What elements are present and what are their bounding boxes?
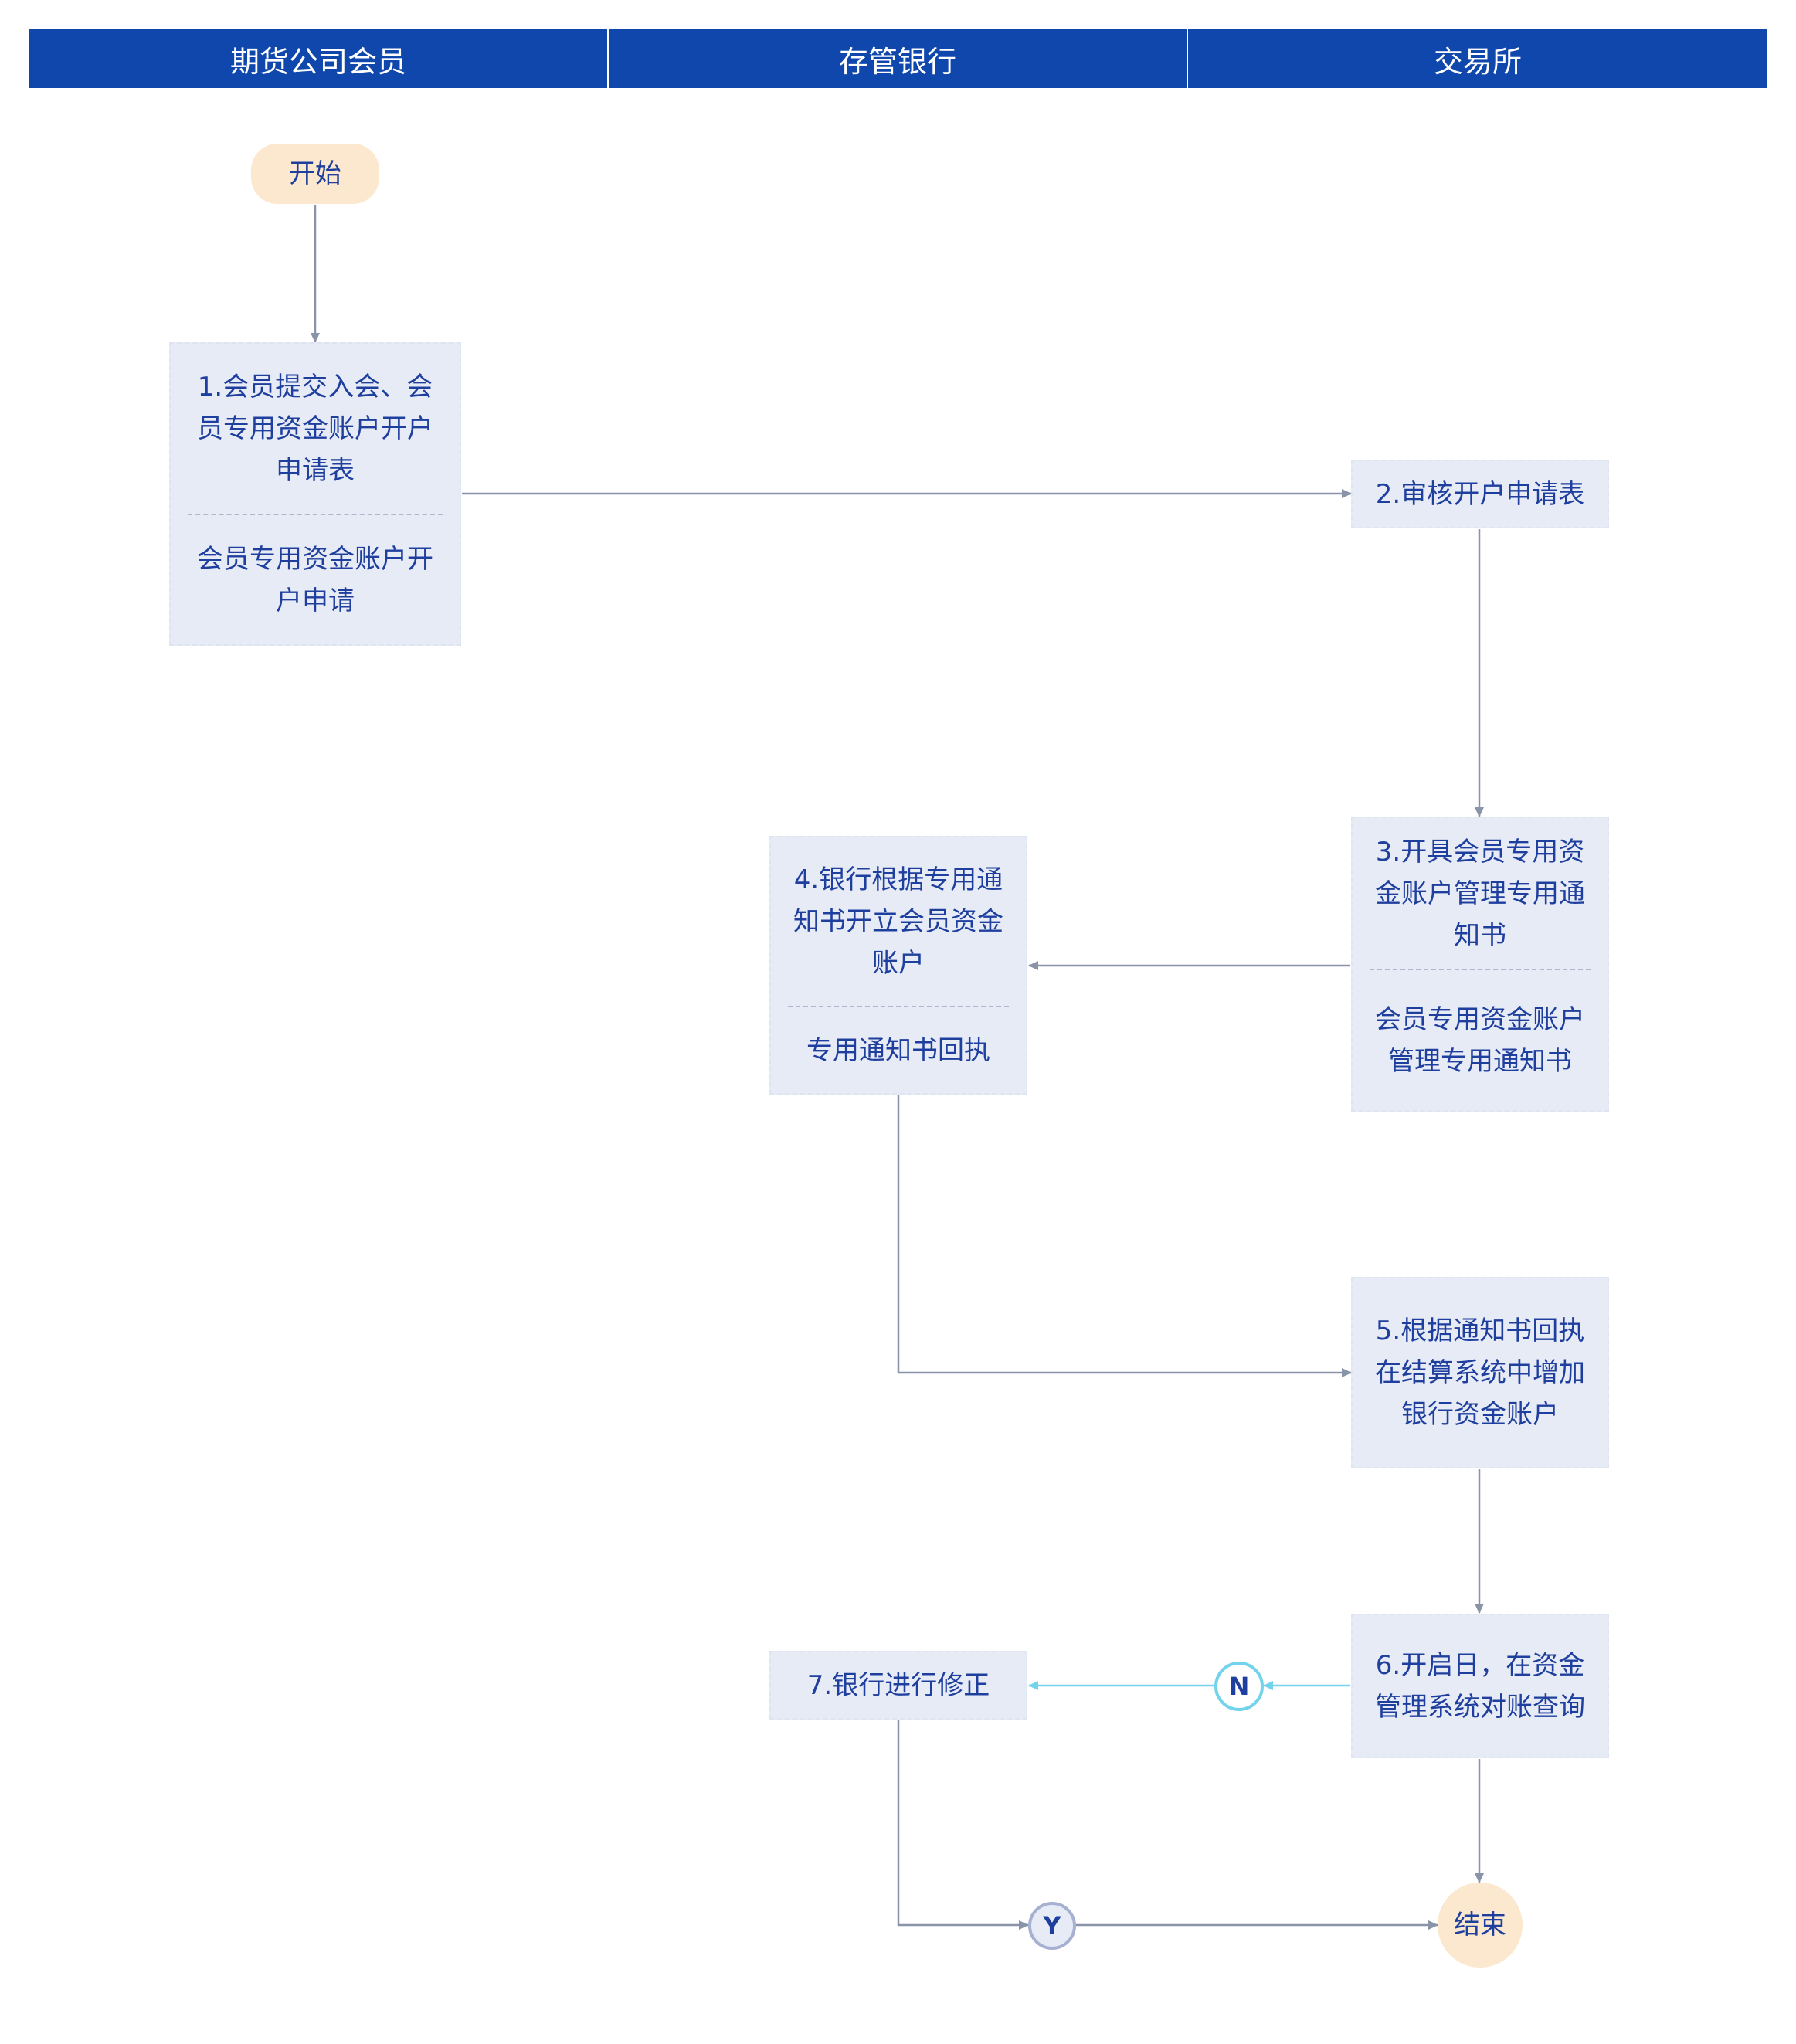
step3-node: 3.开具会员专用资金账户管理专用通知书 会员专用资金账户管理专用通知书 xyxy=(1351,817,1609,1112)
end-node: 结束 xyxy=(1438,1883,1523,1968)
step4-document: 专用通知书回执 xyxy=(806,1034,990,1066)
step2-title: 2.审核开户申请表 xyxy=(1375,478,1585,510)
edge-step4-to-step5 xyxy=(897,1095,1352,1377)
end-label: 结束 xyxy=(1454,1910,1506,1940)
step4-title: 4.银行根据专用通知书开立会员资金账户 xyxy=(793,864,1003,979)
edge-step7-to-yes xyxy=(897,1720,1029,1930)
step1-node: 1.会员提交入会、会员专用资金账户开户申请表 会员专用资金账户开户申请 xyxy=(169,342,461,646)
decision-yes-label: Y xyxy=(1043,1911,1061,1940)
step7-node: 7.银行进行修正 xyxy=(769,1651,1027,1720)
lane-header-exchange: 交易所 xyxy=(1187,29,1767,88)
step3-title: 3.开具会员专用资金账户管理专用通知书 xyxy=(1375,836,1585,951)
step1-divider xyxy=(188,514,443,515)
start-label: 开始 xyxy=(289,158,341,189)
step6-node: 6.开启日，在资金管理系统对账查询 xyxy=(1351,1614,1609,1758)
decision-no-node: N xyxy=(1214,1662,1264,1711)
step2-node: 2.审核开户申请表 xyxy=(1351,460,1609,528)
lane-header-bank: 存管银行 xyxy=(607,29,1187,88)
step4-node: 4.银行根据专用通知书开立会员资金账户 专用通知书回执 xyxy=(769,836,1027,1095)
step3-divider xyxy=(1370,969,1591,970)
decision-yes-node: Y xyxy=(1028,1902,1076,1950)
lane-header-member: 期货公司会员 xyxy=(29,29,607,88)
step7-title: 7.银行进行修正 xyxy=(806,1669,990,1701)
step5-node: 5.根据通知书回执在结算系统中增加银行资金账户 xyxy=(1351,1277,1609,1468)
step3-document: 会员专用资金账户管理专用通知书 xyxy=(1375,1003,1585,1077)
step1-document: 会员专用资金账户开户申请 xyxy=(197,543,433,616)
decision-no-label: N xyxy=(1228,1672,1250,1701)
step1-title: 1.会员提交入会、会员专用资金账户开户申请表 xyxy=(197,372,433,486)
start-node: 开始 xyxy=(251,144,379,204)
step4-divider xyxy=(788,1006,1009,1007)
step6-title: 6.开启日，在资金管理系统对账查询 xyxy=(1375,1649,1585,1723)
step5-title: 5.根据通知书回执在结算系统中增加银行资金账户 xyxy=(1375,1316,1585,1430)
